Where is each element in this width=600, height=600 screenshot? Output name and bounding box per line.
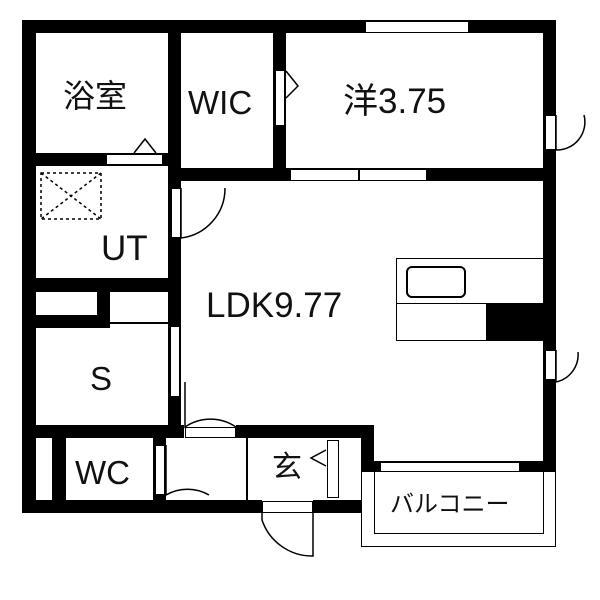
wall-left bbox=[22, 20, 36, 513]
window-balcony bbox=[380, 462, 520, 472]
wc-door-frame[interactable] bbox=[155, 445, 165, 495]
room-label-entrance: 玄 bbox=[272, 451, 302, 484]
wall-right bbox=[543, 20, 556, 473]
sliding-door-split bbox=[358, 169, 360, 181]
kitchen-fridge bbox=[486, 304, 544, 341]
wall-wic-left bbox=[168, 20, 181, 295]
room-label-storage: S bbox=[90, 360, 113, 397]
room-label-balcony: バルコニー bbox=[390, 491, 510, 518]
room-label-wc: WC bbox=[75, 454, 130, 491]
room-label-ut: UT bbox=[101, 229, 148, 268]
wall-s-shelf bbox=[22, 315, 110, 328]
kitchen-sink bbox=[406, 266, 466, 298]
shoe-cabinet bbox=[327, 440, 339, 498]
s-closet-line bbox=[110, 322, 168, 324]
wall-s-shelf-v bbox=[97, 292, 110, 328]
entrance-door[interactable] bbox=[262, 501, 313, 513]
room-label-ldk: LDK9.77 bbox=[206, 286, 343, 325]
western-ext-door[interactable] bbox=[545, 115, 556, 150]
s-door[interactable] bbox=[185, 427, 236, 438]
ldk-ext-door[interactable] bbox=[545, 350, 556, 380]
balcony-inner bbox=[374, 472, 544, 534]
room-label-bath: 浴室 bbox=[63, 78, 128, 114]
wall-bottom-left bbox=[22, 500, 262, 513]
room-label-western: 洋3.75 bbox=[343, 82, 447, 121]
wall-wic-bottom bbox=[168, 168, 286, 181]
wall-entrance-bottom bbox=[313, 500, 373, 513]
wall-wc-left bbox=[52, 438, 66, 508]
room-label-wic: WIC bbox=[188, 84, 253, 121]
wic-door[interactable] bbox=[275, 70, 285, 126]
entrance-step-line bbox=[246, 438, 248, 500]
ut-door-frame[interactable] bbox=[171, 188, 181, 238]
wall-corridor-top bbox=[236, 425, 374, 438]
wall-top bbox=[22, 20, 556, 33]
s-closet-door[interactable] bbox=[170, 326, 180, 397]
wall-s-bottom bbox=[22, 425, 184, 438]
window-top bbox=[365, 21, 469, 33]
bath-door[interactable] bbox=[106, 154, 163, 165]
wall-ut-bottom bbox=[22, 278, 181, 292]
